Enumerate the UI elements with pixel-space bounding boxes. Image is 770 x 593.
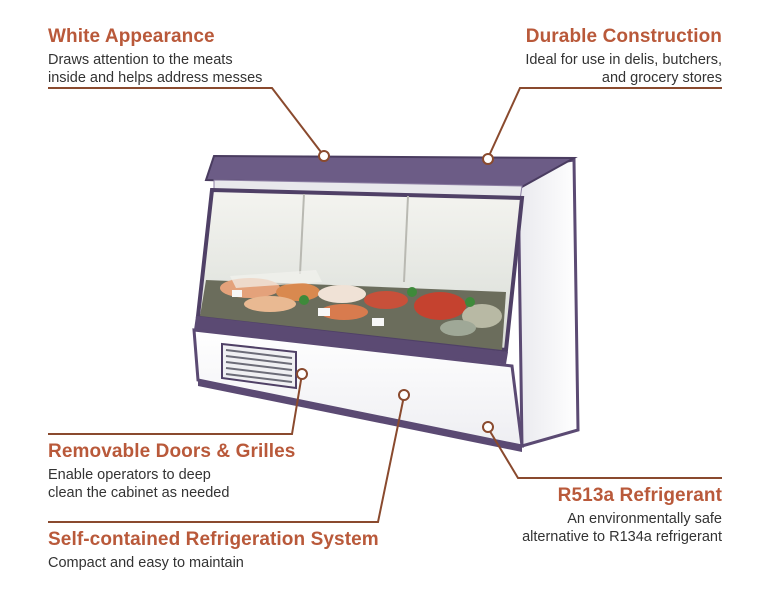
callout-description: Draws attention to the meats inside and … (48, 51, 262, 87)
callout-title: Self-contained Refrigeration System (48, 529, 379, 550)
front-grille (221, 342, 297, 390)
callout-removable-doors: Removable Doors & Grilles Enable operato… (48, 441, 295, 502)
deli-case (192, 154, 580, 452)
marker-dot (296, 368, 308, 380)
callout-line: Draws attention to the meats (48, 52, 233, 68)
leader-self-contained (48, 395, 405, 523)
seafood-display (200, 270, 506, 350)
callout-description: An environmentally safe alternative to R… (522, 510, 722, 546)
marker-dots (296, 150, 494, 433)
callout-title: R513a Refrigerant (557, 485, 722, 506)
callout-title: White Appearance (48, 26, 215, 47)
leader-lines (48, 87, 722, 523)
callout-line: Enable operators to deep (48, 467, 211, 483)
callout-durable-construction: Durable Construction Ideal for use in de… (525, 26, 722, 87)
callout-white-appearance: White Appearance Draws attention to the … (48, 26, 262, 87)
marker-dot (398, 389, 410, 401)
callout-title: Removable Doors & Grilles (48, 441, 296, 462)
leader-removable-doors (48, 373, 303, 435)
callout-line: Ideal for use in delis, butchers, (525, 52, 722, 68)
callout-line: An environmentally safe (567, 511, 722, 527)
callout-r513a-refrigerant: R513a Refrigerant An environmentally saf… (522, 485, 722, 546)
callout-description: Enable operators to deep clean the cabin… (48, 466, 295, 502)
callout-line: alternative to R134a refrigerant (522, 529, 722, 545)
marker-dot (482, 153, 494, 165)
callout-line: Compact and easy to maintain (48, 555, 244, 571)
leader-r513a (487, 427, 722, 479)
callout-title: Durable Construction (525, 26, 722, 47)
callout-line: inside and helps address messes (48, 70, 263, 86)
callout-description: Compact and easy to maintain (48, 554, 379, 572)
callout-line: clean the cabinet as needed (48, 485, 230, 501)
callout-line: and grocery stores (601, 70, 722, 86)
callout-description: Ideal for use in delis, butchers, and gr… (525, 51, 722, 87)
callout-self-contained: Self-contained Refrigeration System Comp… (48, 529, 379, 572)
leader-durable-construction (487, 87, 722, 159)
marker-dot (318, 150, 330, 162)
leader-white-appearance (48, 87, 325, 157)
marker-dot (482, 421, 494, 433)
